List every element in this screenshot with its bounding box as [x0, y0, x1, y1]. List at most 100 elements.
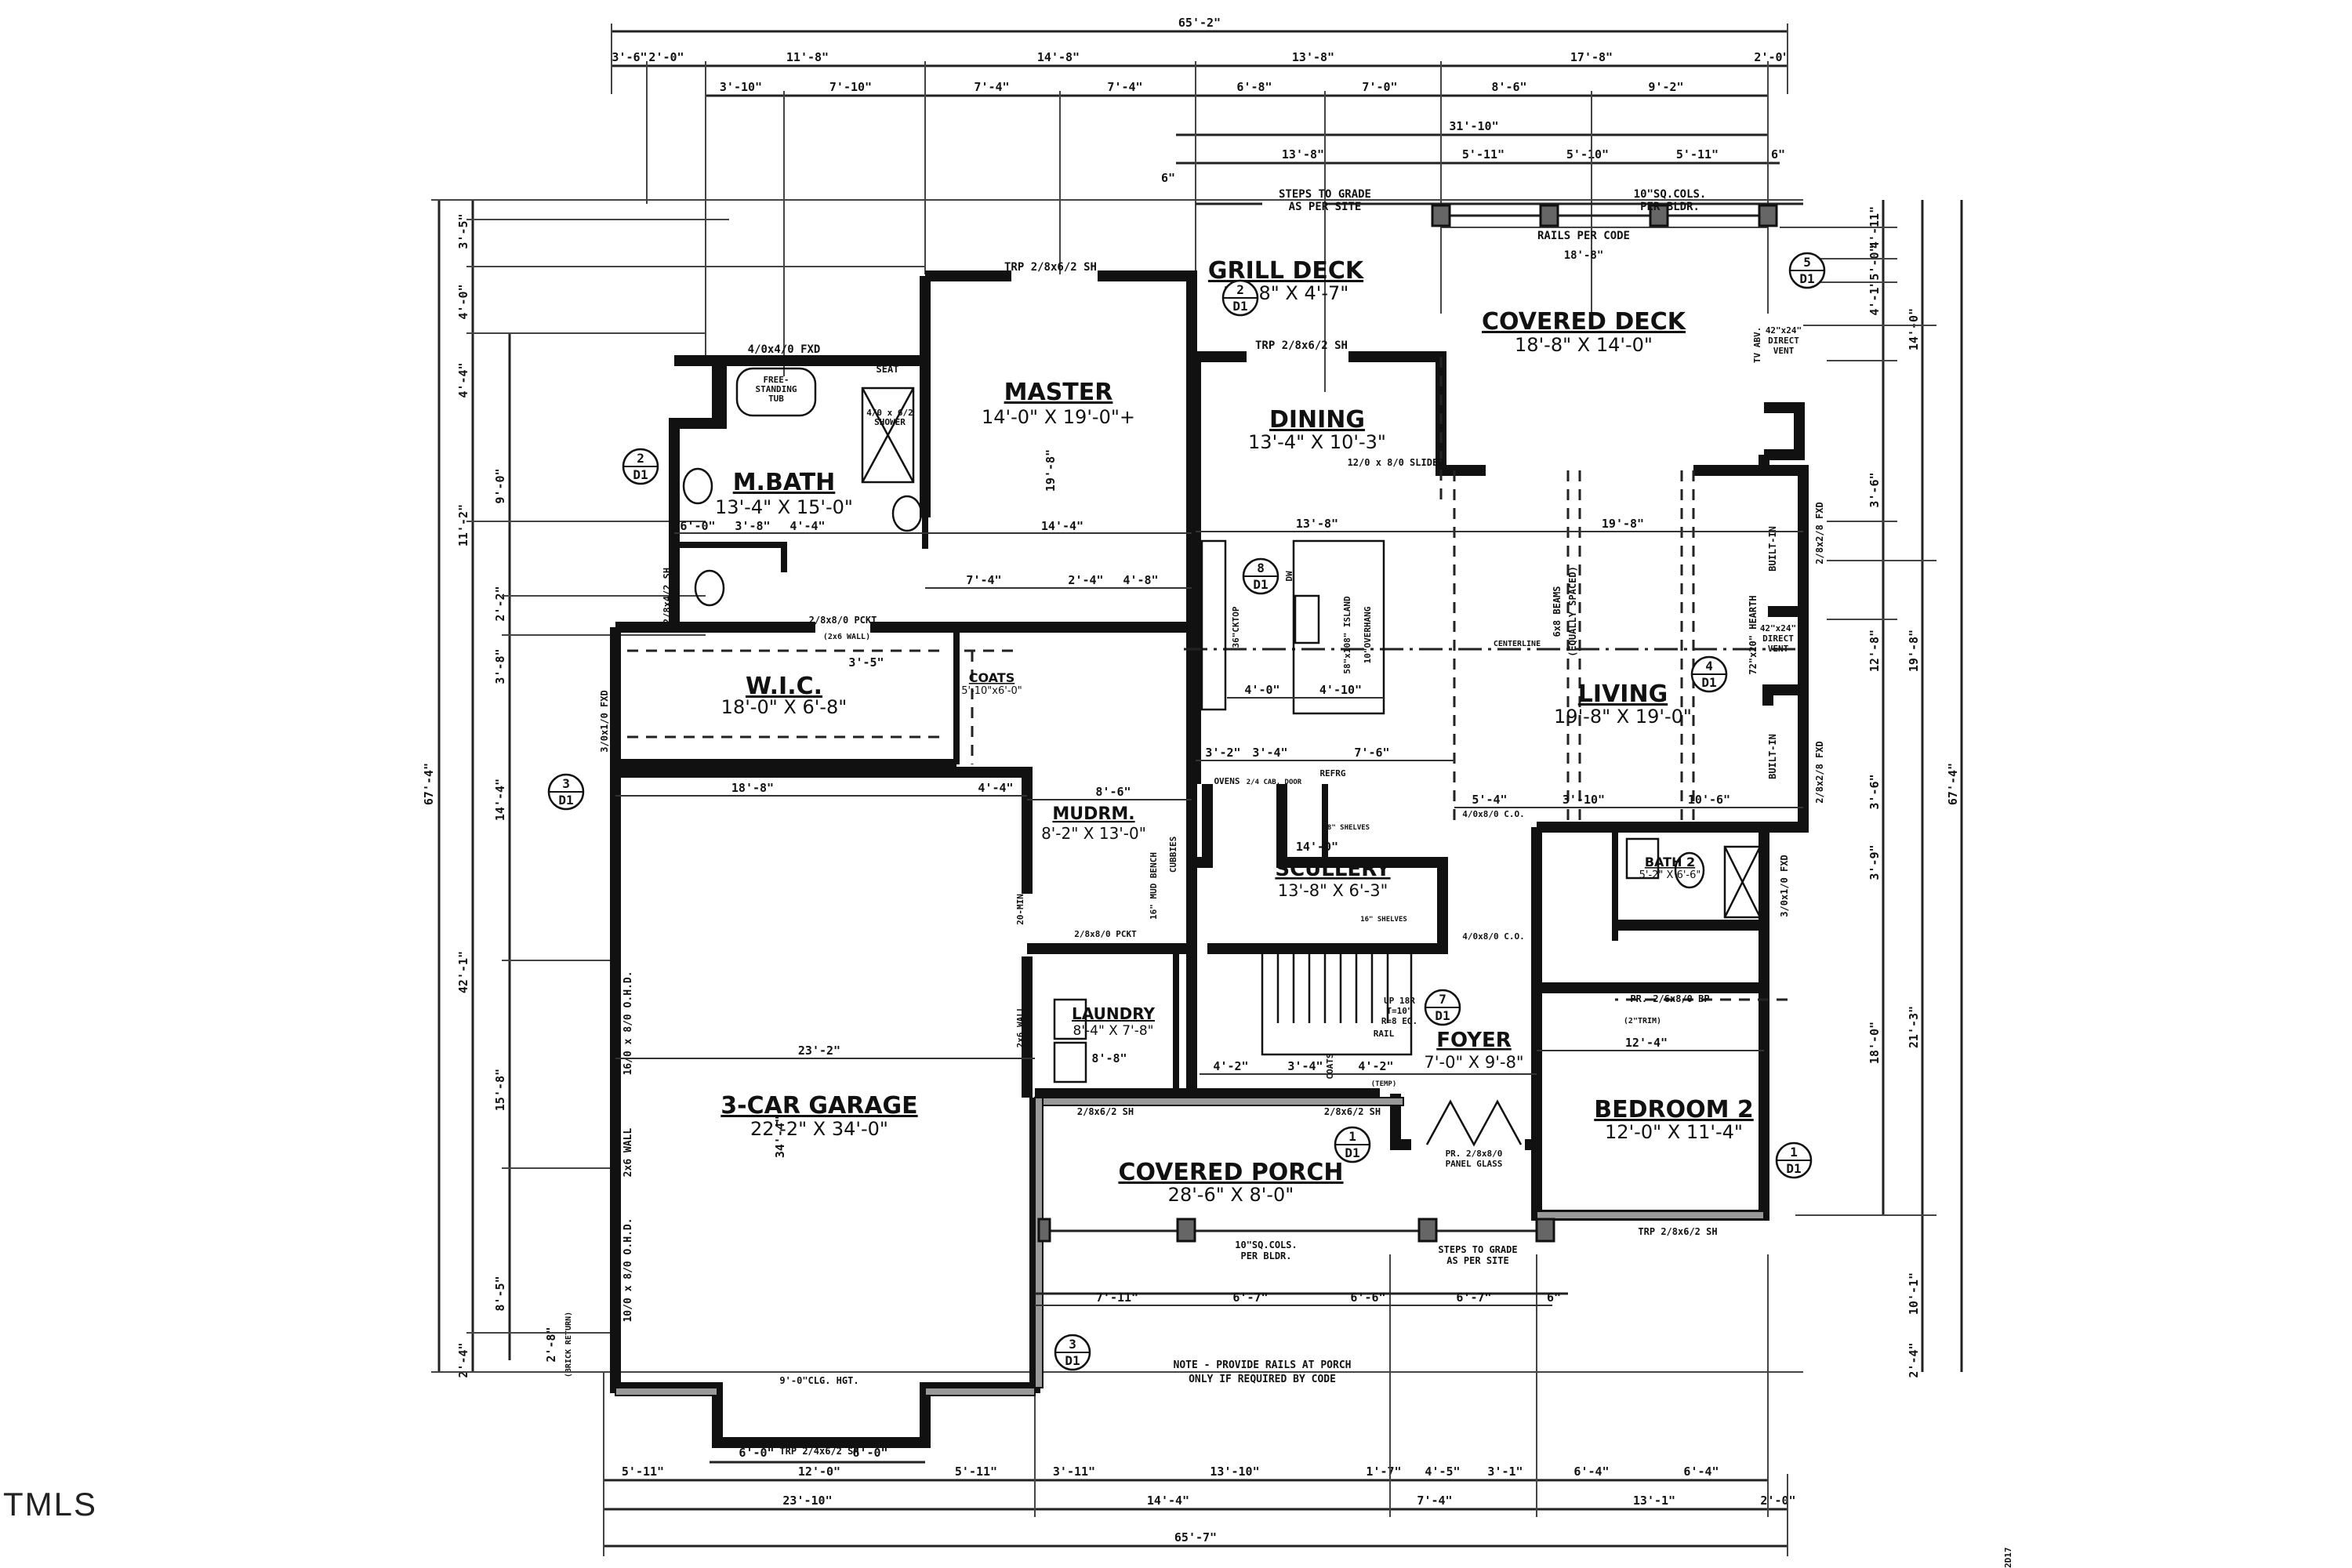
- note: 10/0 x 8/0 O.H.D.: [622, 1218, 634, 1322]
- room-bath2: BATH 2: [1645, 855, 1695, 869]
- dim: 17'-8": [1570, 50, 1613, 64]
- room-bedroom2: BEDROOM 2: [1594, 1096, 1754, 1123]
- column: [1176, 1218, 1196, 1243]
- room-bedroom2-size: 12'-0" X 11'-4": [1605, 1121, 1743, 1143]
- dim: 5'-11": [622, 1465, 664, 1479]
- note: 16" MUD BENCH: [1149, 852, 1159, 920]
- svg-text:D1: D1: [633, 467, 648, 482]
- left-dimensions: 67'-4" 3'-5" 4'-0" 4'-4" 11'-2" 42'-1" 2…: [422, 199, 1803, 1378]
- dim: 67'-4": [1946, 763, 1960, 805]
- porch-note: NOTE - PROVIDE RAILS AT PORCH: [1174, 1359, 1352, 1371]
- dryer: [1053, 1041, 1087, 1083]
- dim: 23'-2": [798, 1044, 840, 1058]
- room-covered-deck: COVERED DECK: [1482, 308, 1687, 336]
- detail-tag-living: 4D1: [1690, 655, 1728, 693]
- dim: 6'-7": [1456, 1290, 1491, 1305]
- mls-watermark: TMLS: [3, 1486, 98, 1523]
- note: PR. 2/8x8/0: [1446, 1149, 1503, 1159]
- note: 18'-8": [1564, 249, 1604, 262]
- room-coats: COATS: [969, 670, 1015, 685]
- note: CUBBIES: [1168, 837, 1178, 873]
- dim: 14'-0": [1907, 308, 1921, 350]
- note: CENTERLINE: [1494, 640, 1541, 648]
- note: 12/0 x 8/0 SLIDER: [1348, 457, 1445, 468]
- dim: 4'-2": [1213, 1059, 1248, 1073]
- dim: 2'-4": [1907, 1342, 1921, 1377]
- dim: 3'-5": [456, 213, 470, 249]
- note: STEPS TO GRADE: [1438, 1244, 1517, 1255]
- room-wic: W.I.C.: [746, 673, 822, 700]
- dim: 15'-8": [493, 1069, 507, 1111]
- dashed-lines: [627, 357, 1795, 1001]
- dim: 3'-10": [720, 80, 762, 94]
- dim: 7'-4": [974, 80, 1009, 94]
- fixtures: [682, 367, 1762, 1147]
- note: 16/0 x 8/0 O.H.D.: [622, 971, 634, 1075]
- dim: 3'-1": [1487, 1465, 1523, 1479]
- dim: 13'-10": [1210, 1465, 1259, 1479]
- dim: 6": [1161, 171, 1175, 185]
- note: 10"SQ.COLS.: [1634, 188, 1707, 201]
- room-scullery: SCULLERY: [1275, 858, 1391, 881]
- right-dimensions: 4'-11" 5'-0" 4'-1" 3'-6" 12'-8" 3'-6" 3'…: [1780, 200, 1963, 1378]
- note: 10"SQ.COLS.: [1235, 1240, 1297, 1250]
- dim: 7'-4": [1417, 1494, 1452, 1508]
- detail-tag-deck: 5D1: [1788, 252, 1826, 289]
- dim: 34'-4": [773, 1116, 787, 1158]
- room-covered-porch: COVERED PORCH: [1118, 1159, 1343, 1186]
- room-dining-size: 13'-4" X 10'-3": [1248, 431, 1386, 453]
- column: [1649, 204, 1669, 227]
- note: (TEMP): [1371, 1080, 1397, 1088]
- note: 58"x108" ISLAND: [1342, 596, 1352, 674]
- note: TV ABV.: [1752, 327, 1762, 363]
- kitchen-island: [1292, 539, 1385, 715]
- dim: 19'-8": [1044, 449, 1058, 492]
- dim: 3'-4": [1252, 746, 1287, 760]
- dim: 14'-8": [1037, 50, 1080, 64]
- svg-text:D1: D1: [1253, 577, 1268, 592]
- dim: 10'-6": [1688, 793, 1730, 807]
- note: 2/8x6/2 SH: [1077, 1106, 1134, 1117]
- room-grill-deck: GRILL DECK: [1208, 257, 1365, 285]
- note: TRP 2/8x6/2 SH: [1004, 261, 1097, 274]
- dim: 5'-4": [1472, 793, 1507, 807]
- note: OVENS: [1214, 776, 1240, 786]
- note: 36"CKTOP: [1231, 606, 1241, 648]
- column: [1417, 1218, 1438, 1243]
- room-living: LIVING: [1578, 681, 1668, 708]
- note: VENT: [1773, 346, 1795, 356]
- dim: 18'-0": [1867, 1022, 1882, 1064]
- room-garage-size: 22'-2" X 34'-0": [750, 1118, 888, 1140]
- note: 2/8x6/2 SH: [1324, 1106, 1381, 1117]
- dim: 13'-1": [1633, 1494, 1675, 1508]
- room-dining: DINING: [1269, 406, 1365, 434]
- column: [1535, 1218, 1555, 1243]
- room-laundry-size: 8'-4" X 7'-8": [1073, 1023, 1154, 1039]
- note: 2/8x2/8 FXD: [1814, 741, 1825, 803]
- note: TRP 2/8x6/2 SH: [1638, 1226, 1717, 1237]
- dim: 5'-10": [1566, 147, 1609, 162]
- svg-text:1: 1: [1790, 1145, 1798, 1160]
- svg-text:1: 1: [1348, 1129, 1356, 1144]
- dim: 12'-0": [798, 1465, 840, 1479]
- mbath-sink-right: [891, 495, 923, 532]
- svg-text:D1: D1: [1701, 675, 1716, 690]
- svg-text:2: 2: [1236, 282, 1244, 297]
- svg-text:4: 4: [1705, 659, 1713, 673]
- dim: 7'-4": [1107, 80, 1142, 94]
- sheet-reference: D2D17: [2003, 1547, 2013, 1568]
- note: PER BLDR.: [1640, 201, 1700, 213]
- note: AS PER SITE: [1289, 201, 1362, 213]
- note: 4/0x8/0 C.O.: [1462, 931, 1524, 942]
- dim: 4'-5": [1425, 1465, 1460, 1479]
- dim: 7'-0": [1362, 80, 1397, 94]
- room-bath2-size: 5'-2" X 6'-6": [1639, 869, 1701, 881]
- room-mudroom-size: 8'-2" X 13'-0": [1041, 824, 1146, 843]
- note: 16" SHELVES: [1360, 916, 1407, 924]
- dim: 4'-8": [1123, 573, 1158, 587]
- note: 8" SHELVES: [1327, 824, 1370, 832]
- dim: 3'-4": [1287, 1059, 1323, 1073]
- svg-text:5: 5: [1803, 255, 1811, 270]
- room-living-size: 19'-8" X 19'-0": [1554, 706, 1692, 728]
- dim: 13'-8": [1292, 50, 1334, 64]
